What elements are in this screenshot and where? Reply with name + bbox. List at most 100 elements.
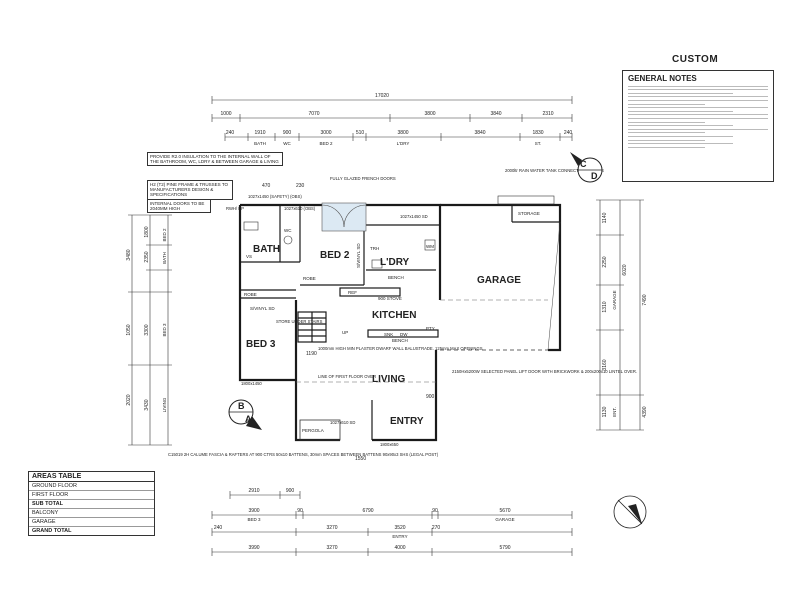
dim-right-label-ent: ENT. <box>612 407 617 417</box>
dim-top-5: 2310 <box>542 111 553 117</box>
rain-water-tank <box>497 195 555 205</box>
dim-label-wc: WC <box>283 141 291 146</box>
room-label-up: UP <box>342 330 348 335</box>
section-marker-d: D <box>591 171 598 181</box>
dim-bottom-r4-1: 3990 <box>248 545 259 551</box>
dim-right-6: 6020 <box>622 264 628 275</box>
areas-table-row: GROUND FLOOR <box>29 482 154 491</box>
title-custom: CUSTOM <box>672 54 719 65</box>
room-label-dw: DW <box>400 332 408 337</box>
label-svinyl-sd-2: S/VINYL SD <box>356 243 361 268</box>
dim-right-7: 7490 <box>642 294 648 305</box>
dim-bottom-r4-4: 5790 <box>499 545 510 551</box>
left-dimension-lines <box>128 214 172 446</box>
callout-window-obs: 1027x610 (OBS) <box>284 206 316 211</box>
room-label-garage: GARAGE <box>477 275 521 286</box>
areas-table-title: AREAS TABLE <box>29 472 154 482</box>
callout-window-1800: 1800x1450 <box>241 381 262 386</box>
areas-row-label: FIRST FLOOR <box>32 492 69 498</box>
dim-bottom-r3-4: 270 <box>432 525 441 531</box>
dim-top-3: 3800 <box>424 111 435 117</box>
dim-top-r2-6: 3800 <box>397 130 408 136</box>
dim-bottom-r4-2: 3270 <box>326 545 337 551</box>
room-label-kitchen: KITCHEN <box>372 310 416 321</box>
dim-left-label-bed2: BED 2 <box>162 228 167 242</box>
dim-left-3: 1800 <box>144 226 150 237</box>
dim-1190: 1190 <box>306 351 317 357</box>
callout-rain-tank: 2000ltr RAIN WATER TANK CONNECTED TO W.C… <box>505 168 604 173</box>
dim-left-2: 2350 <box>144 251 150 262</box>
washing-machine <box>424 239 436 251</box>
internal-walls <box>240 205 560 440</box>
dim-label-ldry: L'DRY <box>397 141 410 146</box>
callout-window-safety: 1027x1450 (SAFETY) (OBS) <box>248 194 302 199</box>
callout-window-pergola: 1027x610 SD <box>330 420 355 425</box>
dim-bottom-r3-2: 3270 <box>326 525 337 531</box>
dim-left-5: 3430 <box>144 399 150 410</box>
room-label-pergola: PERGOLA <box>302 428 324 433</box>
dim-top-2: 7070 <box>308 111 319 117</box>
dim-bottom-r2-5: 5670 <box>499 508 510 514</box>
dim-bottom-2: 900 <box>286 488 295 494</box>
dim-label-bath: BATH <box>254 141 266 146</box>
toilet-fixture <box>283 235 293 245</box>
room-label-wm: WM <box>426 244 434 249</box>
dim-top-r2-8: 1830 <box>532 130 543 136</box>
areas-table-row: FIRST FLOOR <box>29 491 154 500</box>
dim-top-r2-7: 3840 <box>474 130 485 136</box>
french-door-swing-left <box>321 204 345 228</box>
dim-top-r2-4: 3000 <box>320 130 331 136</box>
insulation-note: PROVIDE R2.0 INSULATION TO THE INTERNAL … <box>147 152 283 167</box>
dim-right-1: 1140 <box>602 212 608 223</box>
room-label-robe: ROBE <box>244 292 257 297</box>
dim-right-3: 1310 <box>602 301 608 312</box>
dim-bottom-r2-4: 90 <box>432 508 438 514</box>
dim-top-r2-5: 510 <box>356 130 365 136</box>
right-dimension-lines <box>596 199 644 431</box>
areas-row-label: GROUND FLOOR <box>32 483 77 489</box>
callout-first-floor: LINE OF FIRST FLOOR OVER <box>318 374 376 379</box>
dim-right-label-garage: GARAGE <box>612 290 617 309</box>
areas-table-rows: GROUND FLOOR FIRST FLOOR SUB TOTAL BALCONY G… <box>29 482 154 535</box>
dim-bottom-label-entry: ENTRY <box>392 534 407 539</box>
areas-row-label: SUB TOTAL <box>32 501 63 507</box>
areas-table-row: GRAND TOTAL <box>29 527 154 535</box>
dim-bottom-label-garage: GARAGE <box>495 517 514 522</box>
general-notes-box: GENERAL NOTES <box>622 70 774 182</box>
section-marker-a: A <box>245 414 252 424</box>
dim-top-r2-9: 240 <box>564 130 573 136</box>
dim-left-label-living: LIVING <box>162 397 167 412</box>
dim-1550: 1550 <box>355 456 366 462</box>
room-label-bed2: BED 2 <box>320 250 350 261</box>
dim-left-label-bath: BATH <box>162 252 167 264</box>
areas-row-label: BALCONY <box>32 510 59 516</box>
general-notes-title: GENERAL NOTES <box>628 74 697 83</box>
label-svinyl-sd: S/VINYL SD <box>250 306 275 311</box>
dim-bottom-r2-2: 90 <box>297 508 303 514</box>
north-arrow-icon <box>613 495 647 529</box>
section-marker-c: C <box>580 159 587 169</box>
callout-window-sd: 1027x1450 SD <box>400 214 428 219</box>
trough-fixture <box>371 259 383 269</box>
areas-table-row: GARAGE <box>29 518 154 527</box>
dim-right-5: 1130 <box>602 406 608 417</box>
room-label-bed3: BED 3 <box>246 339 276 350</box>
dim-top-r2-1: 240 <box>226 130 235 136</box>
section-marker-cd <box>570 152 603 183</box>
dim-right-4: 3160 <box>602 359 608 370</box>
room-label-vs: VS <box>246 254 252 259</box>
dim-top-r2-2: 1910 <box>254 130 265 136</box>
dim-bottom-1: 2910 <box>248 488 259 494</box>
dim-bottom-label-bed3: BED 3 <box>247 517 261 522</box>
garage-slope-line <box>547 221 561 351</box>
dim-bottom-r3-1: 240 <box>214 525 223 531</box>
room-label-wc: WC <box>284 228 292 233</box>
dim-right-8: 4390 <box>642 406 648 417</box>
room-label-storage: STORAGE <box>518 211 540 216</box>
dim-top-r2-3: 900 <box>283 130 292 136</box>
bath-tub <box>243 221 259 231</box>
section-marker-b: B <box>238 401 245 411</box>
dim-900: 900 <box>426 394 435 400</box>
